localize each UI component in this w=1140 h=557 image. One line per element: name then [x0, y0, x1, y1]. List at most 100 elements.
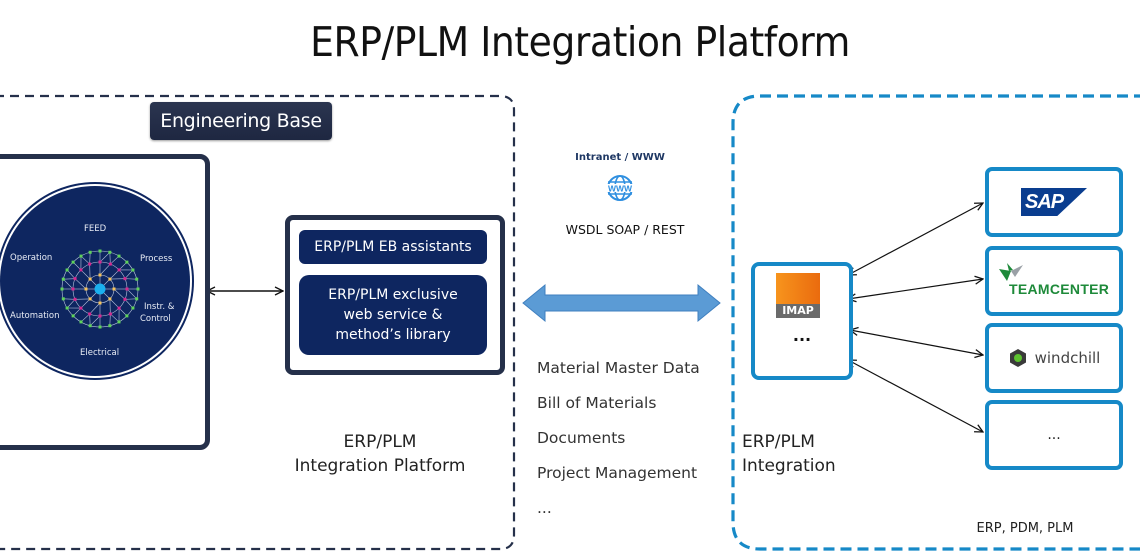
network-edge [80, 298, 91, 309]
windchill-icon [1009, 349, 1026, 367]
network-node [125, 314, 129, 318]
network-node [65, 306, 69, 310]
network-node [108, 262, 112, 266]
imap-windchill-connector [850, 330, 983, 355]
network-node [88, 277, 92, 281]
network-edge [126, 288, 137, 300]
network-node [108, 297, 112, 301]
network-edge [109, 269, 120, 280]
left-dashed-container [0, 94, 516, 551]
right-dashed-container [731, 94, 1140, 551]
platform-label-line: ERP/PLM [343, 432, 417, 452]
network-node [98, 314, 102, 318]
network-node [79, 320, 83, 324]
integration-label: ERP/PLM Integration [742, 430, 852, 478]
circle-label-electrical: Electrical [80, 348, 120, 358]
network-node [79, 306, 83, 310]
imap-teamcenter-connector [848, 279, 983, 299]
network-node [108, 324, 112, 328]
network-node [71, 314, 75, 318]
other-systems-text: ... [1047, 427, 1061, 443]
system-box-other: ... [985, 400, 1123, 470]
network-node [88, 262, 92, 266]
network-node [73, 277, 77, 281]
network-label: Intranet / WWW [575, 152, 665, 163]
network-node [108, 277, 112, 281]
system-box-windchill: windchill [985, 323, 1123, 393]
platform-label: ERP/PLM Integration Platform [270, 430, 490, 478]
network-node [131, 268, 135, 272]
system-box-teamcenter: TEAMCENTER [985, 246, 1123, 316]
network-node [112, 287, 116, 291]
network-node [98, 249, 102, 253]
network-edge [99, 263, 111, 276]
imap-sap-connector [848, 203, 983, 275]
network-edge [89, 315, 101, 326]
network-node [84, 287, 88, 291]
network-edge [80, 269, 91, 280]
imap-logo: IMAP [776, 273, 820, 318]
data-item: ... [537, 499, 552, 517]
integration-label-line: Integration [742, 456, 836, 476]
network-node [117, 320, 121, 324]
protocol-label: WSDL SOAP / REST [565, 222, 685, 237]
platform-label-line: Integration Platform [294, 456, 466, 476]
network-node [117, 306, 121, 310]
network-edge [74, 278, 87, 290]
imap-box [751, 262, 853, 380]
network-node [131, 306, 135, 310]
teamcenter-logo: TEAMCENTER [995, 261, 1113, 301]
network-node [88, 312, 92, 316]
network-node [61, 277, 65, 281]
network-node [88, 297, 92, 301]
network-graph-icon [60, 249, 140, 329]
double-headed-arrow [522, 283, 721, 323]
imap-logo-orange [776, 273, 820, 304]
network-hub [94, 283, 106, 295]
windchill-text: windchill [1034, 349, 1101, 367]
network-node [61, 297, 65, 301]
network-node [88, 250, 92, 254]
imap-more: ... [792, 326, 812, 345]
network-node [123, 297, 127, 301]
circle-label-automation: Automation [10, 311, 60, 321]
web-service-library-block: ERP/PLM exclusive web service & method’s… [299, 275, 487, 355]
network-node [125, 260, 129, 264]
network-node [125, 287, 129, 291]
www-globe-icon: WWW [605, 173, 635, 207]
imap-logo-text: IMAP [776, 304, 820, 318]
network-node [136, 287, 140, 291]
teamcenter-text: TEAMCENTER [1009, 281, 1110, 297]
network-node [98, 301, 102, 305]
teamcenter-bird-icon [999, 263, 1023, 281]
library-line: web service & [343, 307, 443, 323]
network-node [108, 250, 112, 254]
network-node [108, 312, 112, 316]
data-item: Project Management [537, 464, 698, 482]
network-node [88, 324, 92, 328]
circle-label-feed: FEED [84, 224, 107, 234]
network-node [135, 277, 139, 281]
integration-label-line: ERP/PLM [742, 432, 815, 452]
network-node [117, 254, 121, 258]
network-node [135, 297, 139, 301]
network-edge [113, 288, 126, 300]
system-box-sap: SAP [985, 167, 1123, 237]
network-node [98, 260, 102, 264]
network-node [60, 287, 64, 291]
eb-assistants-block: ERP/PLM EB assistants [299, 230, 487, 264]
data-item: Documents [537, 429, 626, 447]
library-line: ERP/PLM exclusive [328, 287, 458, 303]
network-node [117, 268, 121, 272]
data-item: Material Master Data [537, 359, 700, 377]
circle-label-instr: Instr. & [144, 302, 175, 312]
network-edge [89, 302, 101, 315]
network-node [65, 268, 69, 272]
network-node [98, 273, 102, 277]
svg-text:WWW: WWW [608, 184, 633, 194]
network-node [71, 260, 75, 264]
disciplines-circle: FEED Operation Process Automation Instr.… [0, 186, 190, 376]
circle-label-process: Process [140, 254, 173, 264]
imap-other-connector [848, 360, 983, 432]
